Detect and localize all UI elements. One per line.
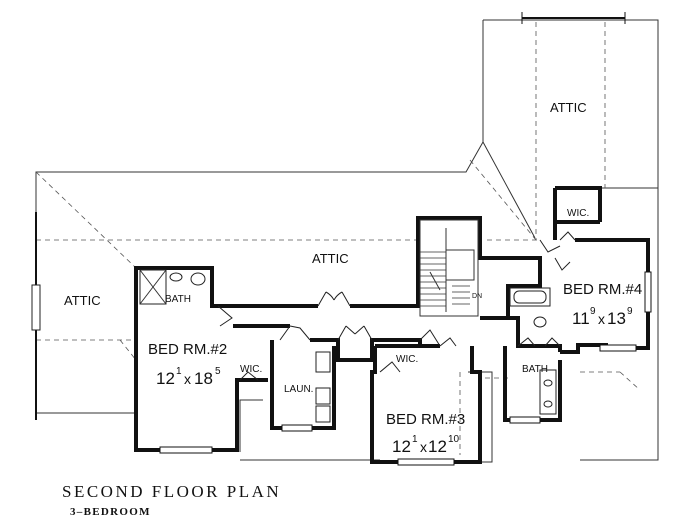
staircase: [419, 219, 479, 317]
attic-top-window: [521, 12, 626, 24]
bed2-dimensions: 12 1 x 18 5: [156, 366, 221, 388]
bath-left-label: BATH: [165, 294, 191, 305]
svg-text:x: x: [184, 371, 191, 387]
bed3-dimensions: 12 1 x 12 10: [392, 434, 460, 456]
bed3-name-label: BED RM.#3: [386, 411, 465, 428]
plan-title: SECOND FLOOR PLAN: [62, 482, 282, 501]
attic-center-label: ATTIC: [312, 251, 349, 266]
bed2-name-label: BED RM.#2: [148, 341, 227, 358]
svg-text:9: 9: [627, 306, 633, 317]
bath-right-label: BATH: [522, 364, 548, 375]
wic-mid-label: WIC.: [396, 354, 418, 365]
attic-dashed-lines: [35, 22, 641, 455]
svg-text:x: x: [598, 311, 605, 327]
svg-text:1: 1: [176, 366, 182, 377]
wic-left-label: WIC.: [240, 364, 262, 375]
svg-text:x: x: [420, 439, 427, 455]
wic-right-label: WIC.: [567, 208, 589, 219]
bath-right-fixtures: [509, 287, 557, 415]
svg-text:9: 9: [590, 306, 596, 317]
svg-text:1: 1: [412, 434, 418, 445]
bath-left-fixtures: [139, 269, 206, 305]
bed4-dimensions: 11 9 x 13 9: [572, 306, 633, 328]
laundry-fixtures: [315, 351, 331, 423]
stair-dn-label: DN: [472, 293, 482, 300]
roof-outline: [35, 19, 659, 463]
attic-top-label: ATTIC: [550, 100, 587, 115]
attic-left-window: [31, 212, 41, 420]
svg-text:12: 12: [428, 437, 447, 456]
bed4-name-label: BED RM.#4: [563, 281, 642, 298]
svg-text:13: 13: [607, 309, 626, 328]
svg-text:5: 5: [215, 366, 221, 377]
svg-text:10: 10: [448, 434, 460, 445]
svg-text:12: 12: [392, 437, 411, 456]
plan-subtitle: 3–BEDROOM: [70, 506, 151, 518]
windows: [159, 271, 652, 466]
attic-left-label: ATTIC: [64, 293, 101, 308]
svg-text:12: 12: [156, 369, 175, 388]
laundry-label: LAUN.: [284, 384, 313, 395]
doors: [217, 231, 576, 381]
svg-text:18: 18: [194, 369, 213, 388]
svg-text:11: 11: [572, 309, 590, 328]
